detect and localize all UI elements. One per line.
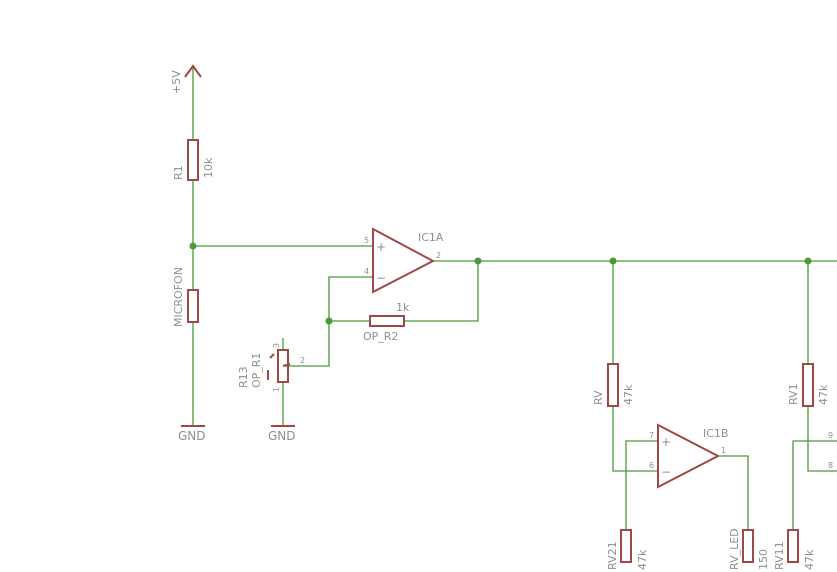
resistor-op-r2-body	[369, 315, 405, 327]
rv-name-label: RV	[592, 390, 605, 405]
r13-value-label: OP_R1	[250, 353, 263, 388]
ic1b-pin7: 7	[649, 431, 654, 440]
potentiometer-body	[277, 349, 289, 383]
microphone-element: MICROFON	[172, 267, 199, 327]
r13-name-label: R13	[237, 366, 250, 388]
opamp-ic1b-triangle	[657, 423, 721, 489]
op-r2-value-label: 1k	[396, 301, 410, 314]
r1-name-label: R1	[172, 165, 185, 180]
junction-dot	[189, 242, 197, 250]
resistor-rv1: RV1 47k	[787, 363, 830, 407]
ic1a-pin5: 5	[364, 236, 369, 245]
resistor-rv-body	[607, 363, 619, 407]
resistor-rv11-body	[787, 529, 799, 563]
rv1-name-label: RV1	[787, 383, 800, 405]
ic1b-pin1: 1	[721, 446, 726, 455]
rv11-name-label: RV11	[773, 541, 786, 570]
opamp-ic1b: + − 7 6 1 IC1B	[649, 423, 728, 489]
pot-pin3: 3	[272, 343, 281, 348]
rvled-name-label: RV_LED	[728, 528, 741, 570]
gnd-left-label: GND	[178, 429, 206, 443]
resistor-rv: RV 47k	[592, 363, 635, 407]
r1-value-label: 10k	[202, 157, 215, 178]
ic-pin9: 9	[828, 431, 833, 440]
junction-dot	[609, 257, 617, 265]
opamp-ic1a-triangle	[372, 227, 436, 294]
wire-pin9-rv11	[792, 440, 837, 530]
resistor-r1-body	[187, 139, 199, 181]
ic1b-label: IC1B	[703, 427, 728, 440]
microphone-body	[187, 289, 199, 323]
supply-symbol: +5V	[170, 64, 202, 94]
junction-dot	[804, 257, 812, 265]
resistor-rv21: RV21 47k	[606, 529, 649, 570]
ground-left: GND	[178, 425, 206, 443]
rv-value-label: 47k	[622, 384, 635, 405]
opamp-partial-right: 9 8	[828, 431, 833, 470]
ic1b-pin6: 6	[649, 461, 654, 470]
supply-label: +5V	[170, 70, 183, 94]
rvled-value-label: 150	[757, 549, 770, 570]
rv1-value-label: 47k	[817, 384, 830, 405]
supply-arrow-icon	[184, 64, 202, 78]
potentiometer-tick-icon	[269, 353, 275, 359]
wires	[192, 68, 837, 530]
wire-ic1b-plus-rv21	[625, 440, 658, 530]
ic1a-pin4: 4	[364, 267, 369, 276]
mic-label: MICROFON	[172, 267, 185, 327]
ic1b-minus-sign: −	[661, 465, 671, 479]
resistor-rv-led: RV_LED 150	[728, 528, 770, 570]
ic1a-label: IC1A	[418, 231, 444, 244]
potentiometer-wiper-icon	[282, 363, 291, 367]
resistor-rv11: RV11 47k	[773, 529, 816, 570]
ic1a-pin2: 2	[436, 251, 441, 260]
junction-dot	[325, 317, 333, 325]
junctions	[189, 242, 812, 325]
potentiometer-r13: 3 2 1 R13 OP_R1	[237, 343, 305, 392]
ic1a-plus-sign: +	[376, 240, 386, 254]
gnd-pot-label: GND	[268, 429, 296, 443]
resistor-r1: R1 10k	[172, 139, 215, 181]
opamp-ic1a: + − 5 4 2 IC1A	[364, 227, 444, 294]
ic1a-minus-sign: −	[376, 271, 386, 285]
rv11-value-label: 47k	[803, 549, 816, 570]
rv21-name-label: RV21	[606, 541, 619, 570]
resistor-op-r2: 1k OP_R2	[363, 301, 410, 343]
ic1b-plus-sign: +	[661, 435, 671, 449]
pot-pin2: 2	[300, 356, 305, 365]
junction-dot	[474, 257, 482, 265]
ground-pot: GND	[268, 425, 296, 443]
op-r2-name-label: OP_R2	[363, 330, 398, 343]
resistor-rv-led-body	[742, 529, 754, 563]
wire-rv1-pin8	[807, 406, 837, 472]
resistor-rv21-body	[620, 529, 632, 563]
rv21-value-label: 47k	[636, 549, 649, 570]
wire-ic1b-out-led	[718, 455, 749, 530]
resistor-rv1-body	[802, 363, 814, 407]
pot-pin1: 1	[272, 387, 281, 392]
ic-pin8: 8	[828, 461, 833, 470]
wire-rv-ic1b-minus	[612, 406, 658, 472]
wire-fb-right	[404, 261, 479, 322]
